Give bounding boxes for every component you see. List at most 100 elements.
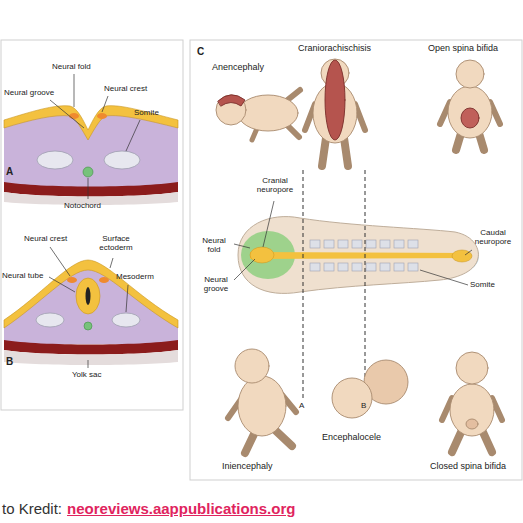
baby-figure [218, 95, 245, 106]
leader-line [50, 247, 70, 276]
leader-line [126, 120, 140, 151]
embryo-dorsal-view [352, 263, 362, 271]
part-label: Notochord [64, 201, 101, 210]
baby-figure [216, 95, 246, 125]
leader-line [234, 259, 255, 280]
baby-figure [456, 60, 484, 88]
baby-figure [442, 352, 502, 452]
embryo-dorsal-view [408, 240, 418, 248]
part-label: Neural crest [24, 234, 67, 243]
leader-line [234, 201, 472, 285]
part-label: Neural groove [196, 275, 236, 293]
panel-frame [190, 40, 522, 480]
section-line [365, 170, 366, 398]
leader-line [49, 247, 128, 368]
defect-name: Craniorachischisis [298, 43, 371, 53]
part-label: Neural tube [2, 271, 43, 280]
baby-figure [322, 138, 326, 166]
baby-figure [332, 378, 372, 418]
leader-line [110, 258, 113, 268]
baby-figure [482, 430, 492, 452]
embryo-dorsal-view [380, 263, 390, 271]
cross-section-a [4, 106, 178, 140]
baby-figure [245, 432, 255, 453]
embryo-dorsal-view [250, 252, 470, 259]
panel-letter: A [6, 166, 13, 178]
section-letter: A [299, 401, 304, 410]
baby-figure [466, 419, 478, 429]
caption: to Kredit: neoreviews.aappublications.org [2, 500, 295, 518]
baby-figure [275, 430, 292, 446]
cross-section-b [76, 278, 100, 314]
embryo-dorsal-view [238, 217, 478, 294]
credit-text: to Kredit: [2, 500, 62, 518]
embryo-dorsal-view [338, 240, 348, 248]
section-line [303, 170, 365, 398]
cross-section-b [99, 277, 109, 283]
baby-figure [332, 360, 408, 418]
panel-frame [1, 40, 522, 480]
cross-section-b [4, 350, 178, 365]
baby-figure [325, 60, 345, 140]
part-label: Neural fold [52, 62, 91, 71]
leader-line [88, 178, 89, 199]
embryo-dorsal-view [452, 250, 472, 262]
baby-figure [456, 352, 488, 384]
embryo-dorsal-view [310, 240, 418, 271]
defect-name: Encephalocele [322, 432, 381, 442]
embryo-dorsal-view [394, 240, 404, 248]
baby-figure [235, 349, 269, 383]
baby-figure [238, 95, 298, 131]
defect-name: Iniencephaly [222, 461, 273, 471]
panel-letter: C [197, 46, 204, 58]
part-label: Somite [470, 280, 495, 289]
cross-section-a [83, 167, 93, 177]
section-letter: B [361, 401, 366, 410]
defect-name: Open spina bifida [428, 43, 498, 53]
part-label: Caudal neuropore [468, 228, 518, 246]
leader-line [74, 74, 75, 107]
baby-figure [238, 376, 286, 436]
baby-figure [344, 138, 348, 166]
leader-line [465, 250, 472, 255]
part-label: Neural fold [196, 236, 232, 254]
embryo-dorsal-view [366, 263, 376, 271]
baby-figure [448, 86, 492, 138]
part-label: Neural groove [4, 88, 54, 97]
cross-section-b [112, 313, 140, 327]
cross-section-a [37, 151, 73, 169]
baby-figure [216, 59, 502, 453]
baby-figure [305, 59, 365, 166]
leader-line [420, 270, 468, 285]
cross-section-b [84, 322, 92, 330]
leader-line [102, 96, 108, 112]
leader-line [126, 285, 128, 312]
leader-line [88, 360, 89, 368]
baby-figure [452, 430, 462, 452]
embryo-dorsal-view [324, 263, 334, 271]
panel-frame [1, 40, 183, 410]
cross-section-b [86, 287, 91, 305]
cross-section-a [97, 113, 107, 119]
embryo-dorsal-view [238, 217, 479, 294]
cross-section-a [4, 182, 178, 197]
cross-section-a [104, 151, 140, 169]
embryo-dorsal-view [380, 240, 390, 248]
part-label: Neural crest [104, 84, 147, 93]
leader-line [49, 277, 75, 292]
baby-figure [461, 108, 479, 128]
embryo-dorsal-view [338, 263, 348, 271]
credit-link: neoreviews.aappublications.org [67, 500, 295, 518]
cross-section-b [4, 260, 178, 328]
cross-section-a [69, 113, 79, 119]
defect-name: Anencephaly [212, 62, 264, 72]
cross-section-b [4, 340, 178, 355]
cross-section-b [36, 313, 64, 327]
part-label: Surface ectoderm [96, 234, 136, 252]
leader-line [50, 100, 84, 128]
panel-letter: B [6, 356, 13, 368]
part-label: Mesoderm [116, 272, 154, 281]
embryo-dorsal-view [352, 240, 362, 248]
